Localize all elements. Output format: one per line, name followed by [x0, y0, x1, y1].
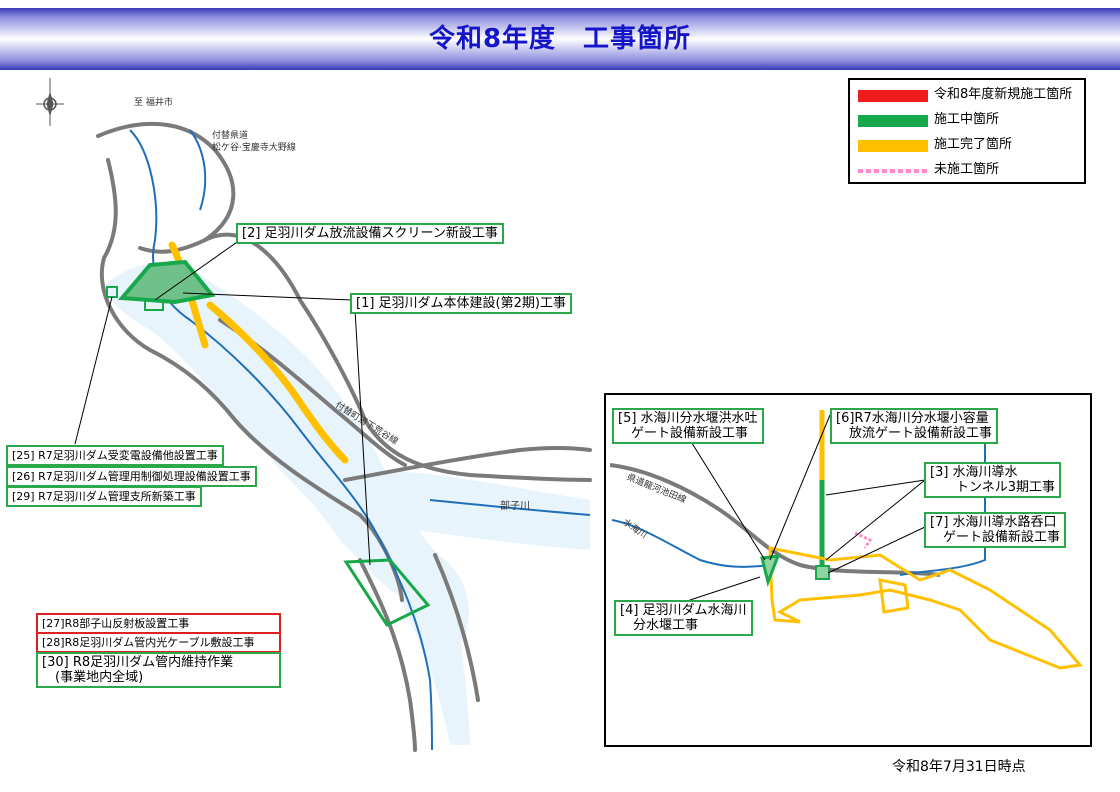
- arrow-l25: [74, 296, 113, 445]
- reservoir-south-arm: [400, 600, 470, 745]
- compass-rose-icon: [36, 78, 64, 126]
- arrow-l3b: [825, 479, 926, 561]
- completed-road-east: [206, 301, 349, 464]
- legend-swatch-red: [858, 90, 928, 102]
- label-project-6: [6]R7水海川分水堰小容量 放流ゲート設備新設工事: [830, 408, 999, 444]
- arrow-l4: [689, 576, 761, 601]
- legend-swatch-yellow: [858, 140, 928, 152]
- inset-pink-dotted: [854, 531, 873, 549]
- reservoir-area: [105, 263, 469, 640]
- inset-map: [609, 410, 1083, 670]
- label-project-29: [29] R7足羽川ダム管理支所新築工事: [6, 486, 202, 507]
- label-project-27: [27]R8部子山反射板設置工事: [36, 613, 281, 634]
- arrow-l2: [154, 239, 241, 301]
- inset-river: [611, 519, 771, 568]
- dam-body-area: [117, 259, 216, 305]
- road-east-bank: [203, 232, 592, 482]
- legend: 令和8年度新規施工箇所 施工中箇所 施工完了箇所 未施工箇所: [848, 78, 1086, 184]
- inset-yellow-area-2: [878, 578, 910, 614]
- inset-yellow-area: [768, 546, 1083, 670]
- screen-facility-marker: [144, 299, 164, 311]
- reservoir-arm: [330, 465, 590, 550]
- legend-swatch-pink-dotted: [858, 169, 928, 173]
- label-project-4: [4] 足羽川ダム水海川 分水堰工事: [614, 600, 753, 636]
- arrow-l1-south: [354, 309, 371, 566]
- river-bushi: [429, 499, 591, 516]
- legend-swatch-green: [858, 115, 928, 127]
- arrow-l3a: [825, 479, 926, 496]
- road-label-prefroad-1: 付替県道: [212, 131, 249, 141]
- dam-area-south: [343, 558, 431, 627]
- label-project-28: [28]R8足羽川ダム管内光ケーブル敷設工事: [36, 632, 281, 653]
- river-asuwa: [129, 129, 433, 751]
- label-project-5: [5] 水海川分水堰洪水吐 ゲート設備新設工事: [612, 408, 764, 444]
- arrow-l7: [827, 526, 926, 574]
- inset-road: [609, 463, 941, 577]
- road-west-loop: [99, 158, 404, 602]
- river-north: [189, 129, 207, 211]
- label-project-1: [1] 足羽川ダム本体建設(第2期)工事: [350, 293, 572, 314]
- label-project-2: [2] 足羽川ダム放流設備スクリーン新設工事: [236, 223, 504, 244]
- label-project-7: [7] 水海川導水路呑口 ゲート設備新設工事: [924, 512, 1067, 548]
- as-of-date: 令和8年7月31日時点: [892, 759, 1026, 775]
- arrow-l5: [689, 439, 766, 561]
- legend-item-unbuilt: 未施工箇所: [858, 161, 1083, 179]
- page-title: 令和8年度 工事箇所: [428, 24, 692, 54]
- label-project-25: [25] R7足羽川ダム受変電設備他設置工事: [6, 445, 224, 466]
- arrow-l1: [182, 292, 353, 301]
- inset-weir: [760, 554, 781, 587]
- label-project-26: [26] R7足羽川ダム管理用制御処理設備設置工事: [6, 466, 257, 487]
- title-banner: 令和8年度 工事箇所: [0, 8, 1120, 70]
- legend-item-new: 令和8年度新規施工箇所: [858, 86, 1083, 104]
- road-south-2: [433, 553, 480, 702]
- arrow-l6: [769, 414, 831, 561]
- legend-label: 施工完了箇所: [934, 137, 1013, 152]
- road-east-2: [343, 446, 592, 482]
- legend-label: 未施工箇所: [934, 162, 1000, 177]
- legend-label: 令和8年度新規施工箇所: [934, 87, 1073, 102]
- road-south: [358, 558, 417, 752]
- legend-item-completed: 施工完了箇所: [858, 136, 1083, 154]
- inset-map-frame: [604, 393, 1092, 747]
- label-project-3: [3] 水海川導水 トンネル3期工事: [924, 462, 1062, 498]
- river-label-bushi: 部子川: [500, 501, 530, 512]
- road-label-fukui: 至 福井市: [134, 98, 173, 108]
- road-label-prefroad-2: 松ケ谷·宝慶寺大野線: [212, 143, 296, 153]
- legend-item-in-progress: 施工中箇所: [858, 111, 1083, 129]
- legend-label: 施工中箇所: [934, 112, 1000, 127]
- label-project-30: [30] R8足羽川ダム管内維持作業 (事業地内全域): [36, 652, 281, 688]
